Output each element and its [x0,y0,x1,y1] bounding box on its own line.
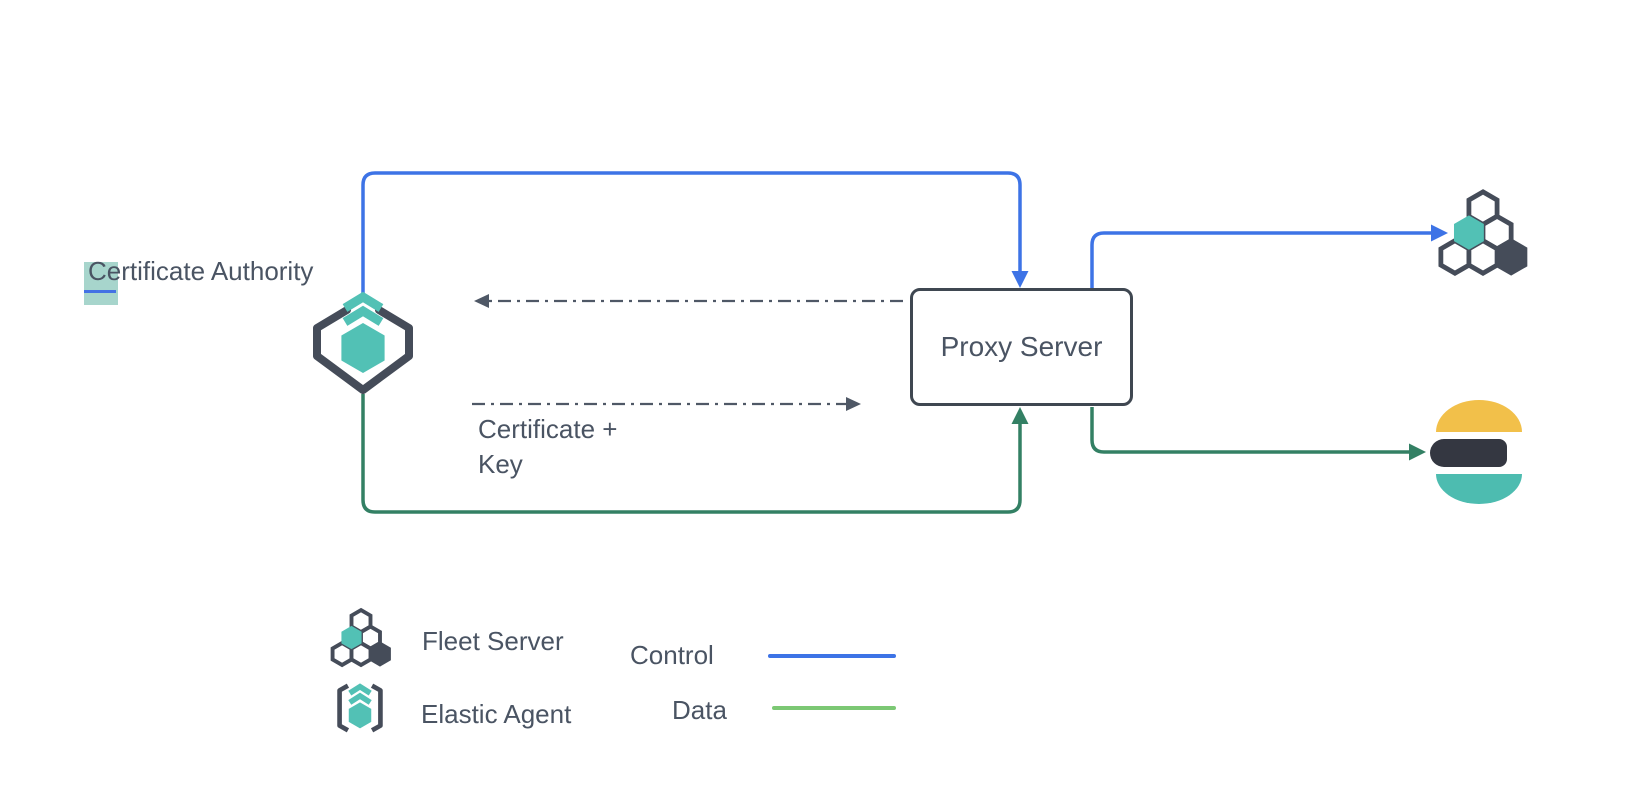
elasticsearch-icon[interactable] [1430,400,1524,504]
certificate-authority-label[interactable]: Certificate Authority [88,256,313,287]
elasticsearch-teal-arc [1436,474,1522,504]
legend-label-data: Data [672,695,727,725]
legend-data-line [772,706,896,710]
text-selection-highlight [84,262,118,305]
elastic-agent-icon[interactable] [334,680,386,736]
fleet-hex-dark [1494,238,1528,276]
data-connector-proxy-to-elasticsearch[interactable] [1090,407,1426,461]
fleet-server-icon[interactable] [330,607,392,669]
data-connector-agent-to-proxy[interactable] [361,394,1029,514]
agent-chevron-bottom [342,305,384,326]
legend-label-fleet-server: Fleet Server [422,626,564,656]
elasticsearch-yellow-arc [1436,400,1522,432]
agent-right-bracket [370,683,383,733]
agent-core-hexagon [341,323,385,373]
fleet-hex-teal [1453,215,1484,250]
agent-core-hexagon [348,702,372,729]
control-connector-agent-to-proxy[interactable] [361,171,1029,296]
legend-control-line [768,654,896,658]
agent-chevron-top [342,291,384,312]
certificate-authority-label-rest: ertificate Authority [106,256,314,286]
agent-chevron-top [348,683,372,696]
elasticsearch-dark-bar [1430,439,1507,467]
agent-left-bracket [337,683,350,733]
text-cursor [84,290,116,293]
proxy-server-node[interactable]: Proxy Server [910,288,1133,406]
legend-label-control: Control [630,640,714,670]
certificate-key-line2: Key [478,449,523,479]
fleet-server-icon[interactable] [1437,189,1529,279]
certificate-key-label[interactable]: Certificate + Key [478,412,617,482]
agent-hexagon-bracket [313,306,413,394]
certificate-authority-selected-char: C [88,256,107,286]
agent-chevron-bottom [348,692,372,705]
proxy-server-label: Proxy Server [940,331,1103,362]
certificate-key-line1: Certificate + [478,414,618,444]
legend-label-elastic-agent: Elastic Agent [421,699,572,729]
control-connector-proxy-to-fleet[interactable] [1090,224,1448,288]
elastic-agent-icon[interactable] [311,291,415,398]
fleet-hex-teal [341,625,362,650]
fleet-hex-dark [369,641,391,667]
